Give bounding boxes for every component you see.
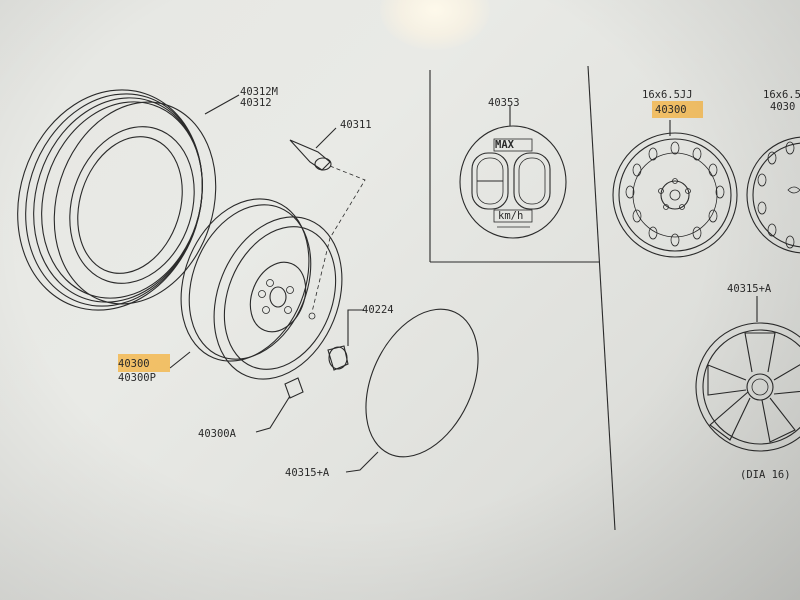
steel-wheel-front-drawing [612, 132, 738, 258]
balance-weight-drawing [255, 377, 304, 433]
highlight-steel-wheel-part [118, 354, 170, 372]
sticker-max: MAX [495, 139, 515, 151]
label-dia-note: (DIA 16) [740, 469, 791, 481]
second-wheel-drawing [746, 136, 800, 254]
label-nut: 40224 [362, 304, 394, 316]
diagram-frame [429, 65, 616, 531]
label-valve: 40311 [340, 119, 372, 131]
label-tire-part-b: 40312 [240, 97, 272, 109]
label-highlights [118, 101, 703, 372]
label-wheel-size-1: 16x6.5JJ [642, 89, 693, 101]
center-cap-drawing [345, 308, 479, 473]
nut-drawing [327, 309, 364, 371]
speed-sticker-drawing [459, 125, 567, 239]
tire-drawing [17, 89, 217, 311]
valve-drawing [289, 127, 366, 313]
label-steel-wheel-a: 40300 [118, 358, 150, 370]
highlight-wheel-part [652, 101, 703, 118]
label-speed-sticker: 40353 [488, 97, 520, 109]
part-labels: 40312M 40312 40311 40353 MAX km/h 40300 … [118, 86, 800, 481]
label-wheel-cover: 40315+A [727, 283, 772, 295]
label-steel-wheel-b: 40300P [118, 372, 156, 384]
label-wheel-part-1: 40300 [655, 104, 687, 116]
label-cap: 40315+A [285, 467, 330, 479]
sticker-unit: km/h [498, 210, 523, 222]
leader-lines [169, 94, 758, 369]
label-tire-part-a: 40312M [240, 86, 278, 98]
label-wheel-part-2: 4030 [770, 101, 795, 113]
steel-wheel-drawing [180, 198, 343, 380]
label-wheel-size-2: 16x6.5 [763, 89, 800, 101]
wheel-cover-drawing [695, 322, 800, 452]
label-balance-weight: 40300A [198, 428, 237, 440]
